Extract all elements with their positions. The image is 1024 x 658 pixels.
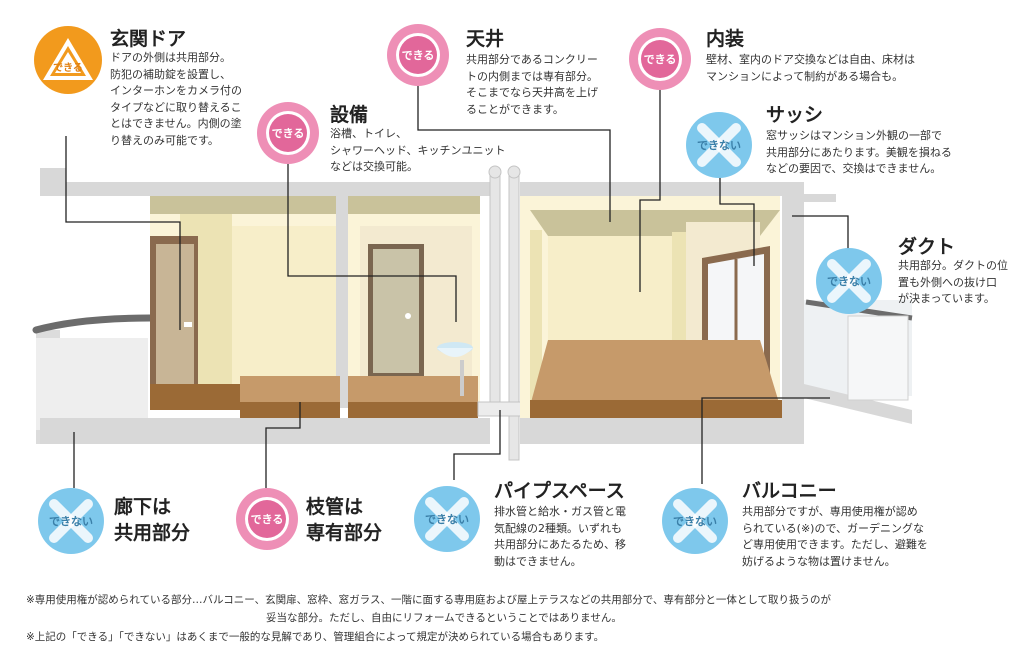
duct-title: ダクト <box>898 236 956 258</box>
tenjo-title: 天井 <box>466 28 505 50</box>
desc-line: 妨げるような物は置けません。 <box>742 554 896 568</box>
tenjo-description: 共用部分であるコンクリー トの内側までは専有部分。 そこまでなら天井高を上げ る… <box>466 52 598 118</box>
desc-line: そこまでなら天井高を上げ <box>466 86 598 99</box>
pipe-title: パイプスペース <box>494 480 625 502</box>
badge-label: できる <box>641 40 679 78</box>
desc-line: とはできません。内側の塗 <box>110 117 242 130</box>
desc-line: 防犯の補助錠を設置し、 <box>110 67 231 81</box>
ng-badge-balcony: できない <box>662 488 728 554</box>
badge-label: できない <box>49 515 93 528</box>
desc-line: られている(※)ので、ガーデニングな <box>742 521 925 535</box>
sasshi-title: サッシ <box>766 104 824 126</box>
desc-line: インターホンをカメラ付の <box>110 84 242 97</box>
setsubi-title: 設備 <box>330 104 369 126</box>
cross-icon <box>697 123 741 167</box>
desc-line: などの要因で、交換はできません。 <box>766 162 942 175</box>
ng-badge-pipe: できない <box>414 486 480 552</box>
desc-line: などは交換可能。 <box>330 160 418 173</box>
naiso-description: 壁材、室内のドア交換などは自由、床材は マンションによって制約がある場合も。 <box>706 52 915 85</box>
balcony-title: バルコニー <box>742 480 837 502</box>
badge-label: できる <box>269 114 307 152</box>
pipe-description: 排水管と給水・ガス管と電 気配線の2種類。いずれも 共用部分にあたるため、移 動… <box>494 504 626 570</box>
ok-badge-naiso: できる <box>629 28 691 90</box>
edakan-title: 枝管は 専有部分 <box>306 494 382 546</box>
setsubi-description: 浴槽、トイレ、 シャワーヘッド、キッチンユニット などは交換可能。 <box>330 126 506 176</box>
genkan-title: 玄関ドア <box>110 28 187 50</box>
desc-line: り替えのみ可能です。 <box>110 133 219 147</box>
roka-title: 廊下は 共用部分 <box>114 494 190 546</box>
ng-badge-roka: できない <box>38 488 104 554</box>
desc-line: 共用部分にあたるため、移 <box>494 538 626 551</box>
balcony-description: 共用部分ですが、専用使用権が認め られている(※)ので、ガーデニングな ど専用使… <box>742 504 928 570</box>
ok-badge-edakan: できる <box>236 488 298 550</box>
desc-line: トの内側までは専有部分。 <box>466 69 598 83</box>
duct-description: 共用部分。ダクトの位 置も外側への抜け口 が決まっています。 <box>898 258 1008 308</box>
cross-icon <box>49 499 93 543</box>
ng-badge-sasshi: できない <box>686 112 752 178</box>
sasshi-description: 窓サッシはマンション外観の一部で 共用部分にあたります。美観を損ねる などの要因… <box>766 128 952 178</box>
ok-badge-setsubi: できる <box>257 102 319 164</box>
desc-line: 共用部分であるコンクリー <box>466 53 598 66</box>
desc-line: 共用部分にあたります。美観を損ねる <box>766 145 952 159</box>
title-line: 廊下は <box>114 496 172 518</box>
desc-line: 窓サッシはマンション外観の一部で <box>766 129 942 142</box>
desc-line: 共用部分ですが、専用使用権が認め <box>742 505 918 518</box>
genkan-description: ドアの外側は共用部分。 防犯の補助錠を設置し、 インターホンをカメラ付の タイプ… <box>110 50 242 149</box>
badge-label: できない <box>425 513 469 526</box>
desc-line: 動はできません。 <box>494 554 582 568</box>
badge-label: できる <box>399 36 437 74</box>
cross-icon <box>425 497 469 541</box>
warning-triangle-icon <box>43 38 93 80</box>
desc-line: 共用部分。ダクトの位 <box>898 259 1008 272</box>
cross-icon <box>673 499 717 543</box>
badge-label: できない <box>673 515 717 528</box>
badge-label: できない <box>697 139 741 152</box>
footnote-1: ※専用使用権が認められている部分…バルコニー、玄関扉、窓枠、窓ガラス、一階に面す… <box>26 594 832 606</box>
badge-label: できない <box>827 275 871 288</box>
desc-line: 置も外側への抜け口 <box>898 275 997 289</box>
caution-badge-genkan: できる <box>34 26 102 94</box>
desc-line: 気配線の2種類。いずれも <box>494 521 622 535</box>
desc-line: タイプなどに取り替えるこ <box>110 100 242 114</box>
desc-line: ることができます。 <box>466 102 564 116</box>
desc-line: 壁材、室内のドア交換などは自由、床材は <box>706 53 915 66</box>
desc-line: 排水管と給水・ガス管と電 <box>494 505 626 518</box>
title-line: 専有部分 <box>306 522 383 544</box>
desc-line: 浴槽、トイレ、 <box>330 127 407 140</box>
desc-line: ど専用使用できます。ただし、避難を <box>742 538 928 551</box>
ng-badge-duct: できない <box>816 248 882 314</box>
cross-icon <box>827 259 871 303</box>
badge-label: できる <box>248 500 286 538</box>
footnote-2: ※上記の「できる」「できない」はあくまで一般的な見解であり、管理組合によって規定… <box>26 631 605 643</box>
ok-badge-tenjo: できる <box>387 24 449 86</box>
footnote-1-continued: 妥当な部分。ただし、自由にリフォームできるということではありません。 <box>266 612 622 624</box>
badge-label: できる <box>53 62 83 74</box>
naiso-title: 内装 <box>706 28 745 50</box>
desc-line: ドアの外側は共用部分。 <box>110 51 231 64</box>
title-line: 枝管は <box>306 496 364 518</box>
desc-line: が決まっています。 <box>898 292 995 305</box>
desc-line: マンションによって制約がある場合も。 <box>706 69 904 83</box>
desc-line: シャワーヘッド、キッチンユニット <box>330 143 506 157</box>
title-line: 共用部分 <box>114 522 191 544</box>
